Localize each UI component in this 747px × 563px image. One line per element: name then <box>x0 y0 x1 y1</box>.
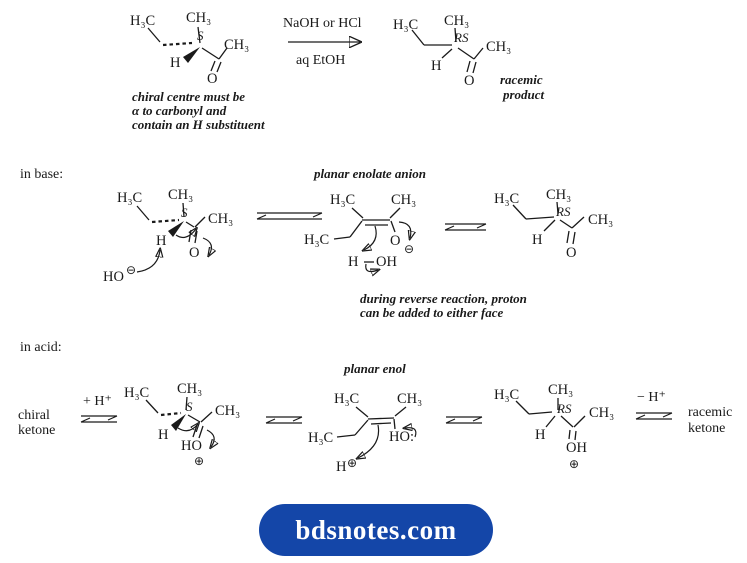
atom-label: H₃C <box>304 232 330 248</box>
atom-label: H₃C <box>494 387 520 403</box>
base-product-skeleton <box>512 201 585 245</box>
species-name: ketone <box>688 421 726 436</box>
water-oh-label: OH <box>376 254 397 270</box>
atom-label: CH₃ <box>215 403 241 419</box>
positive-charge-icon: ⊕ <box>347 456 358 470</box>
species-name: chiral <box>18 408 50 423</box>
atom-label: OH <box>566 440 587 456</box>
atom-label: CH₃ <box>546 187 572 203</box>
atom-label: CH₃ <box>186 10 212 26</box>
stereocentre-label: S <box>181 205 188 220</box>
atom-label: HO <box>181 438 202 454</box>
atom-label: H <box>431 58 442 74</box>
equilibrium-arrow-4 <box>265 416 303 424</box>
enol-skeleton <box>336 406 417 458</box>
annotation-line: product <box>503 87 545 102</box>
water-h-label: H <box>348 254 359 270</box>
atom-label: H₃C <box>124 385 150 401</box>
equilibrium-arrow-5 <box>445 416 483 424</box>
equilibrium-arrow-2 <box>444 223 487 231</box>
atom-label: H <box>535 427 546 443</box>
species-name: racemic <box>688 405 733 420</box>
atom-label: O <box>207 71 218 87</box>
annotation-line: racemic <box>500 72 543 87</box>
annotation-line: can be added to either face <box>360 305 504 320</box>
atom-label: CH₃ <box>177 381 203 397</box>
atom-label: H₃C <box>330 192 356 208</box>
reaction-conditions: NaOH or HCl <box>283 16 362 31</box>
atom-label: H₃C <box>117 190 143 206</box>
product-skeleton <box>411 27 484 74</box>
atom-label: H <box>170 55 181 71</box>
atom-label: H <box>532 232 543 248</box>
negative-charge-icon: ⊖ <box>404 242 415 256</box>
atom-label: CH₃ <box>589 405 615 421</box>
base-ketone-skeleton <box>136 202 211 273</box>
atom-label: CH₃ <box>224 37 250 53</box>
atom-label: H₃C <box>393 17 419 33</box>
stereocentre-label: S <box>197 28 204 43</box>
annotation-line: during reverse reaction, proton <box>360 291 527 306</box>
equilibrium-arrow-6 <box>635 412 673 420</box>
atom-label: CH₃ <box>208 211 234 227</box>
enolate-skeleton <box>333 207 411 272</box>
species-name: ketone <box>18 423 56 438</box>
enol-oh-label: HO: <box>389 429 414 445</box>
atom-label: O <box>464 73 475 89</box>
section-label-base: in base: <box>20 167 64 182</box>
annotation-line: chiral centre must be <box>132 89 246 104</box>
atom-label: CH₃ <box>444 13 470 29</box>
negative-charge-icon: ⊖ <box>126 263 137 277</box>
stereocentre-label: RS <box>557 401 572 416</box>
atom-label: H <box>156 233 167 249</box>
reactant-skeleton <box>147 26 228 73</box>
annotation-line: contain an H substituent <box>132 117 265 132</box>
atom-label: H₃C <box>334 391 360 407</box>
atom-label: CH₃ <box>391 192 417 208</box>
brand-badge[interactable]: bdsnotes.com <box>259 504 493 556</box>
enol-title: planar enol <box>344 361 406 376</box>
acid-product-skeleton <box>515 398 586 441</box>
section-label-acid: in acid: <box>20 340 62 355</box>
atom-label: CH₃ <box>168 187 194 203</box>
acid-ketone-skeleton <box>145 396 214 447</box>
atom-label: CH₃ <box>397 391 423 407</box>
atom-label: H₃C <box>130 13 156 29</box>
hydroxide-label: HO <box>103 269 124 285</box>
equilibrium-arrow-3 <box>80 415 118 423</box>
stereocentre-label: S <box>186 399 193 414</box>
atom-label: CH₃ <box>588 212 614 228</box>
atom-label: O <box>189 245 200 261</box>
positive-charge-icon: ⊕ <box>194 454 205 468</box>
equilibrium-arrow-1 <box>256 212 323 220</box>
annotation-line: α to carbonyl and <box>132 103 227 118</box>
plus-proton-label: + H⁺ <box>83 394 112 409</box>
brand-badge-label: bdsnotes.com <box>295 514 457 545</box>
atom-label: O <box>566 245 577 261</box>
atom-label: H <box>158 427 169 443</box>
atom-label: H₃C <box>494 191 520 207</box>
atom-label: O <box>390 233 401 249</box>
positive-charge-icon: ⊕ <box>569 457 580 471</box>
atom-label: H₃C <box>308 430 334 446</box>
stereocentre-label: RS <box>454 30 469 45</box>
reaction-solvent: aq EtOH <box>296 53 346 68</box>
minus-proton-label: − H⁺ <box>637 390 666 405</box>
proton-label: H <box>336 459 347 475</box>
atom-label: CH₃ <box>486 39 512 55</box>
enolate-title: planar enolate anion <box>314 166 426 181</box>
stereocentre-label: RS <box>556 204 571 219</box>
atom-label: CH₃ <box>548 382 574 398</box>
